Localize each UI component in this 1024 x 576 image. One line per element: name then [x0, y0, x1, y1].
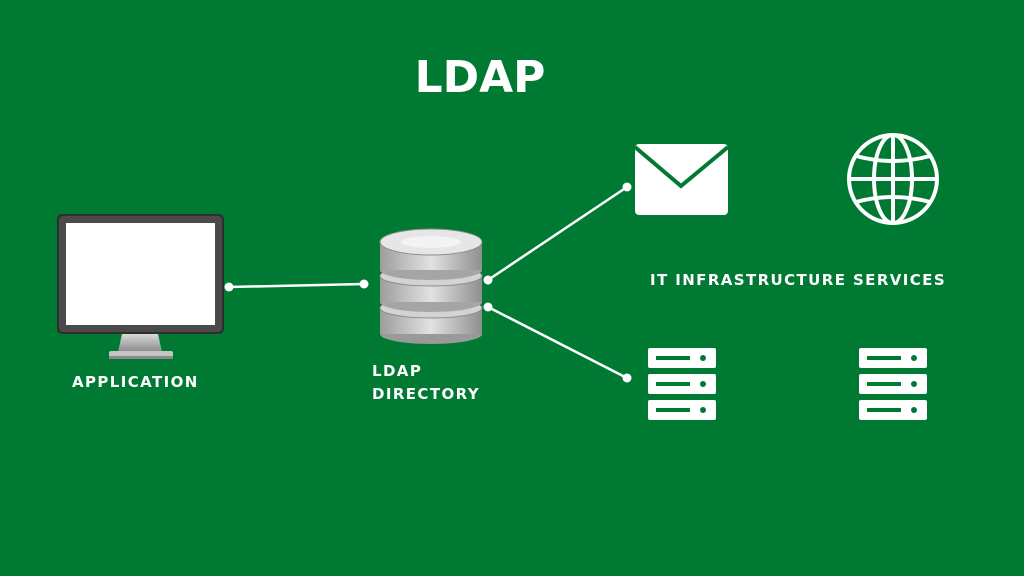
connector-directory-to-mail [483, 182, 632, 285]
connector-endpoint [359, 279, 369, 289]
server-icon [859, 348, 927, 420]
application-label: APPLICATION [72, 373, 199, 391]
directory-label-line1: LDAP [372, 362, 423, 380]
connector-endpoint [622, 182, 632, 192]
diagram-title: LDAP [414, 52, 546, 103]
connector-app-to-directory [224, 279, 369, 292]
connector-endpoint [622, 373, 632, 383]
directory-label-line2: DIRECTORY [372, 385, 481, 403]
server-icon [648, 348, 716, 420]
connector-endpoint [483, 275, 493, 285]
mail-icon [633, 144, 730, 215]
infrastructure-label: IT INFRASTRUCTURE SERVICES [650, 271, 947, 289]
connector-directory-to-server [483, 302, 632, 383]
monitor-icon [57, 214, 224, 359]
globe-icon [847, 133, 939, 225]
connector-endpoint [483, 302, 493, 312]
connector-endpoint [224, 282, 234, 292]
database-icon [379, 228, 483, 344]
